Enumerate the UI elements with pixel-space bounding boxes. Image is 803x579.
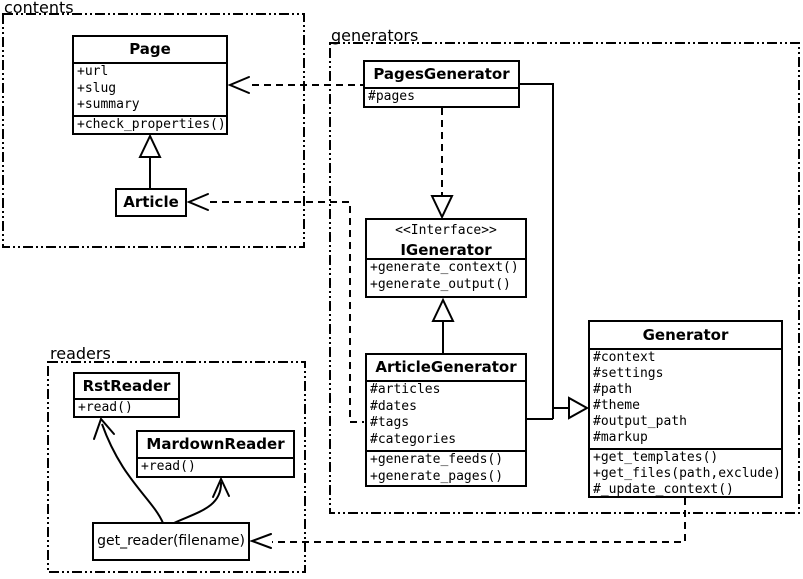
class-pages-generator-title: PagesGenerator [365, 62, 518, 89]
getreader-to-mardownreader-curve [173, 481, 223, 524]
method-line: +generate_pages() [370, 468, 504, 484]
generators-package-label: generators [331, 26, 419, 45]
mardownreader-curve-arrowhead [212, 476, 230, 498]
rstreader-curve-arrowhead [93, 417, 115, 440]
class-igenerator-header: <<Interface>> IGenerator [367, 220, 525, 260]
attr-line: +summary [77, 97, 140, 112]
attr-line: #path [593, 382, 633, 397]
igenerator-bottom-triangle [431, 297, 455, 322]
getreader-to-rstreader-curve [101, 423, 164, 524]
class-igenerator-title: IGenerator [400, 241, 492, 259]
contents-package-border [2, 13, 305, 248]
pagesgenerator-to-generator-line [520, 83, 554, 419]
attr-line: +url [77, 64, 109, 79]
package-borders [2, 13, 800, 573]
getreader-dependency-arrowhead [249, 533, 272, 549]
inheritance-triangles [138, 133, 590, 420]
class-article-generator-attributes: #articles #dates #tags #categories [367, 382, 525, 452]
page-dependency-arrowhead [227, 76, 250, 94]
igenerator-top-triangle [430, 195, 454, 220]
class-page-title: Page [74, 37, 226, 64]
attr-line: #markup [593, 430, 648, 445]
class-rst-reader-title: RstReader [75, 374, 178, 400]
articlegenerator-to-article-dashed [210, 201, 364, 423]
generator-inheritance-triangle [568, 396, 590, 420]
dashed-connectors [210, 84, 686, 543]
attr-line: #tags [370, 415, 410, 430]
class-rst-reader: RstReader +read() [73, 372, 180, 418]
class-generator-title: Generator [590, 322, 781, 350]
class-pages-generator: PagesGenerator #pages [363, 60, 520, 108]
get-reader-function-label: get_reader(filename) [97, 533, 245, 549]
class-article-title: Article [123, 193, 179, 211]
article-dependency-arrowhead [186, 193, 209, 211]
method-line: +read() [78, 400, 133, 415]
attr-line: #categories [370, 431, 457, 447]
attr-line: #pages [368, 89, 415, 104]
class-pages-generator-attributes: #pages [365, 89, 518, 106]
class-generator: Generator #context #settings #path #them… [588, 320, 783, 498]
class-generator-attributes: #context #settings #path #theme #output_… [590, 350, 781, 450]
get-reader-function-box: get_reader(filename) [92, 522, 250, 561]
method-line: +read() [141, 459, 196, 474]
readers-package-border [47, 361, 306, 573]
class-page: Page +url +slug +summary +check_properti… [72, 35, 228, 135]
method-line: +generate_context() [370, 260, 519, 275]
method-line: +generate_feeds() [370, 452, 504, 467]
generators-package-border [329, 42, 800, 514]
class-page-methods: +check_properties() [74, 117, 226, 134]
solid-connectors [149, 83, 570, 420]
class-igenerator-methods: +generate_context() +generate_output() [367, 260, 525, 293]
method-line: +get_files(path,exclude) [593, 466, 781, 481]
method-line: +check_properties() [77, 117, 226, 132]
attr-line: #settings [593, 366, 664, 381]
class-article: Article [115, 188, 187, 217]
class-igenerator: <<Interface>> IGenerator +generate_conte… [365, 218, 527, 298]
readers-package-label: readers [50, 344, 111, 363]
reader-dispatch-curves [101, 423, 223, 524]
method-line: +get_templates() [593, 450, 719, 465]
class-generator-methods: +get_templates() +get_files(path,exclude… [590, 450, 781, 498]
class-mardown-reader: MardownReader +read() [136, 430, 295, 478]
class-article-generator: ArticleGenerator #articles #dates #tags … [365, 353, 527, 487]
class-rst-reader-methods: +read() [75, 400, 178, 417]
contents-package-label: contents [4, 0, 74, 17]
method-line: #_update_context() [593, 482, 734, 497]
attr-line: #context [593, 350, 656, 365]
class-mardown-reader-title: MardownReader [138, 432, 293, 459]
page-inheritance-triangle [138, 133, 162, 158]
attr-line: +slug [77, 80, 117, 96]
class-article-generator-methods: +generate_feeds() +generate_pages() [367, 452, 525, 485]
attr-line: #articles [370, 382, 441, 397]
open-arrowheads [93, 76, 272, 549]
attr-line: #output_path [593, 414, 687, 429]
interface-stereotype: <<Interface>> [395, 223, 497, 238]
class-page-attributes: +url +slug +summary [74, 64, 226, 117]
class-mardown-reader-methods: +read() [138, 459, 293, 476]
method-line: +generate_output() [370, 276, 511, 292]
attr-line: #dates [370, 398, 417, 414]
generator-to-getreader-dashed [272, 498, 686, 543]
class-article-generator-title: ArticleGenerator [367, 355, 525, 382]
attr-line: #theme [593, 398, 640, 413]
